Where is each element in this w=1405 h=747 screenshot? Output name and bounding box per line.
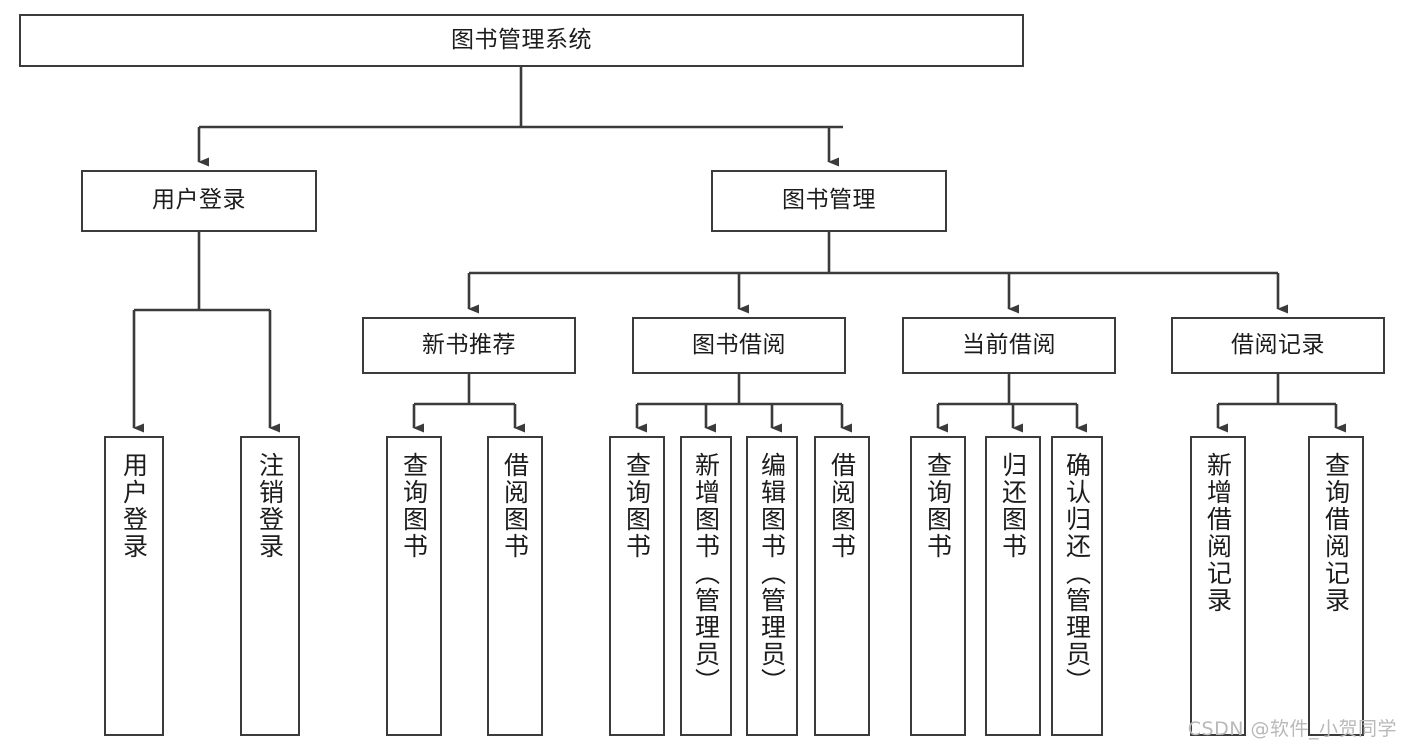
node-leaf-borrow-book-2-label: 借阅图书 xyxy=(827,452,857,560)
node-book-management[interactable]: 图书管理 xyxy=(711,170,947,232)
node-leaf-query-book-3[interactable]: 查询图书 xyxy=(910,436,966,736)
node-leaf-query-book-3-label: 查询图书 xyxy=(923,452,953,560)
node-leaf-add-book[interactable]: 新增图书（管理员） xyxy=(680,436,732,736)
node-leaf-query-book-1[interactable]: 查询图书 xyxy=(386,436,442,736)
node-leaf-confirm-return[interactable]: 确认归还（管理员） xyxy=(1051,436,1103,736)
node-new-book-recommend[interactable]: 新书推荐 xyxy=(362,317,576,374)
node-leaf-edit-book-label: 编辑图书（管理员） xyxy=(757,452,787,695)
node-new-book-recommend-label: 新书推荐 xyxy=(422,331,516,358)
node-leaf-borrow-book-1[interactable]: 借阅图书 xyxy=(487,436,543,736)
node-leaf-user-login-label: 用户登录 xyxy=(119,452,149,560)
node-current-borrow-label: 当前借阅 xyxy=(962,331,1056,358)
node-book-borrow[interactable]: 图书借阅 xyxy=(632,317,846,374)
node-leaf-logout-label: 注销登录 xyxy=(255,452,285,560)
node-book-borrow-label: 图书借阅 xyxy=(692,331,786,358)
node-leaf-add-record[interactable]: 新增借阅记录 xyxy=(1190,436,1246,736)
node-current-borrow[interactable]: 当前借阅 xyxy=(902,317,1116,374)
node-book-management-label: 图书管理 xyxy=(782,187,876,214)
node-borrow-record[interactable]: 借阅记录 xyxy=(1171,317,1385,374)
node-root-label: 图书管理系统 xyxy=(451,26,592,53)
node-root[interactable]: 图书管理系统 xyxy=(19,14,1024,67)
node-leaf-query-book-2-label: 查询图书 xyxy=(622,452,652,560)
node-leaf-query-book-2[interactable]: 查询图书 xyxy=(609,436,665,736)
node-leaf-edit-book[interactable]: 编辑图书（管理员） xyxy=(746,436,798,736)
node-user-login[interactable]: 用户登录 xyxy=(81,170,317,232)
node-borrow-record-label: 借阅记录 xyxy=(1231,331,1325,358)
node-leaf-query-book-1-label: 查询图书 xyxy=(399,452,429,560)
node-user-login-label: 用户登录 xyxy=(152,187,246,214)
node-leaf-return-book-label: 归还图书 xyxy=(998,452,1028,560)
node-leaf-return-book[interactable]: 归还图书 xyxy=(985,436,1041,736)
node-leaf-logout[interactable]: 注销登录 xyxy=(240,436,300,736)
node-leaf-add-record-label: 新增借阅记录 xyxy=(1203,452,1233,614)
node-leaf-borrow-book-1-label: 借阅图书 xyxy=(500,452,530,560)
node-leaf-query-record-label: 查询借阅记录 xyxy=(1321,452,1351,614)
node-leaf-borrow-book-2[interactable]: 借阅图书 xyxy=(814,436,870,736)
node-leaf-confirm-return-label: 确认归还（管理员） xyxy=(1062,452,1092,695)
node-leaf-add-book-label: 新增图书（管理员） xyxy=(691,452,721,695)
node-leaf-query-record[interactable]: 查询借阅记录 xyxy=(1308,436,1364,736)
node-leaf-user-login[interactable]: 用户登录 xyxy=(104,436,164,736)
